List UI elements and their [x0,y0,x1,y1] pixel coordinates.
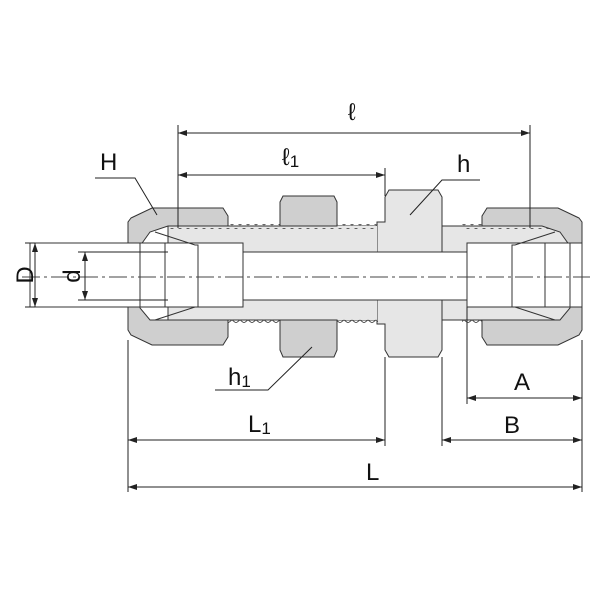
label-l: ℓ [348,99,356,126]
label-h1: h1 [228,364,251,391]
thread-left-top [170,224,378,229]
label-H: H [100,149,117,176]
label-L1: L1 [248,411,271,438]
label-l1: ℓ1 [282,144,299,171]
left-nut [127,207,229,346]
left-ferrule [154,231,199,321]
leader-lines [95,177,480,391]
extension-lines [25,125,583,492]
label-h: h [457,151,470,178]
label-D: D [12,266,39,283]
label-L: L [366,459,379,486]
left-tube [29,231,244,321]
right-tube [466,231,583,321]
label-B: B [504,412,520,439]
thread-left-bottom [170,318,378,323]
label-A: A [514,369,530,396]
right-nut [481,207,583,346]
bulkhead-nut [279,195,338,358]
right-ferrule [511,231,556,321]
label-d: d [59,269,86,282]
